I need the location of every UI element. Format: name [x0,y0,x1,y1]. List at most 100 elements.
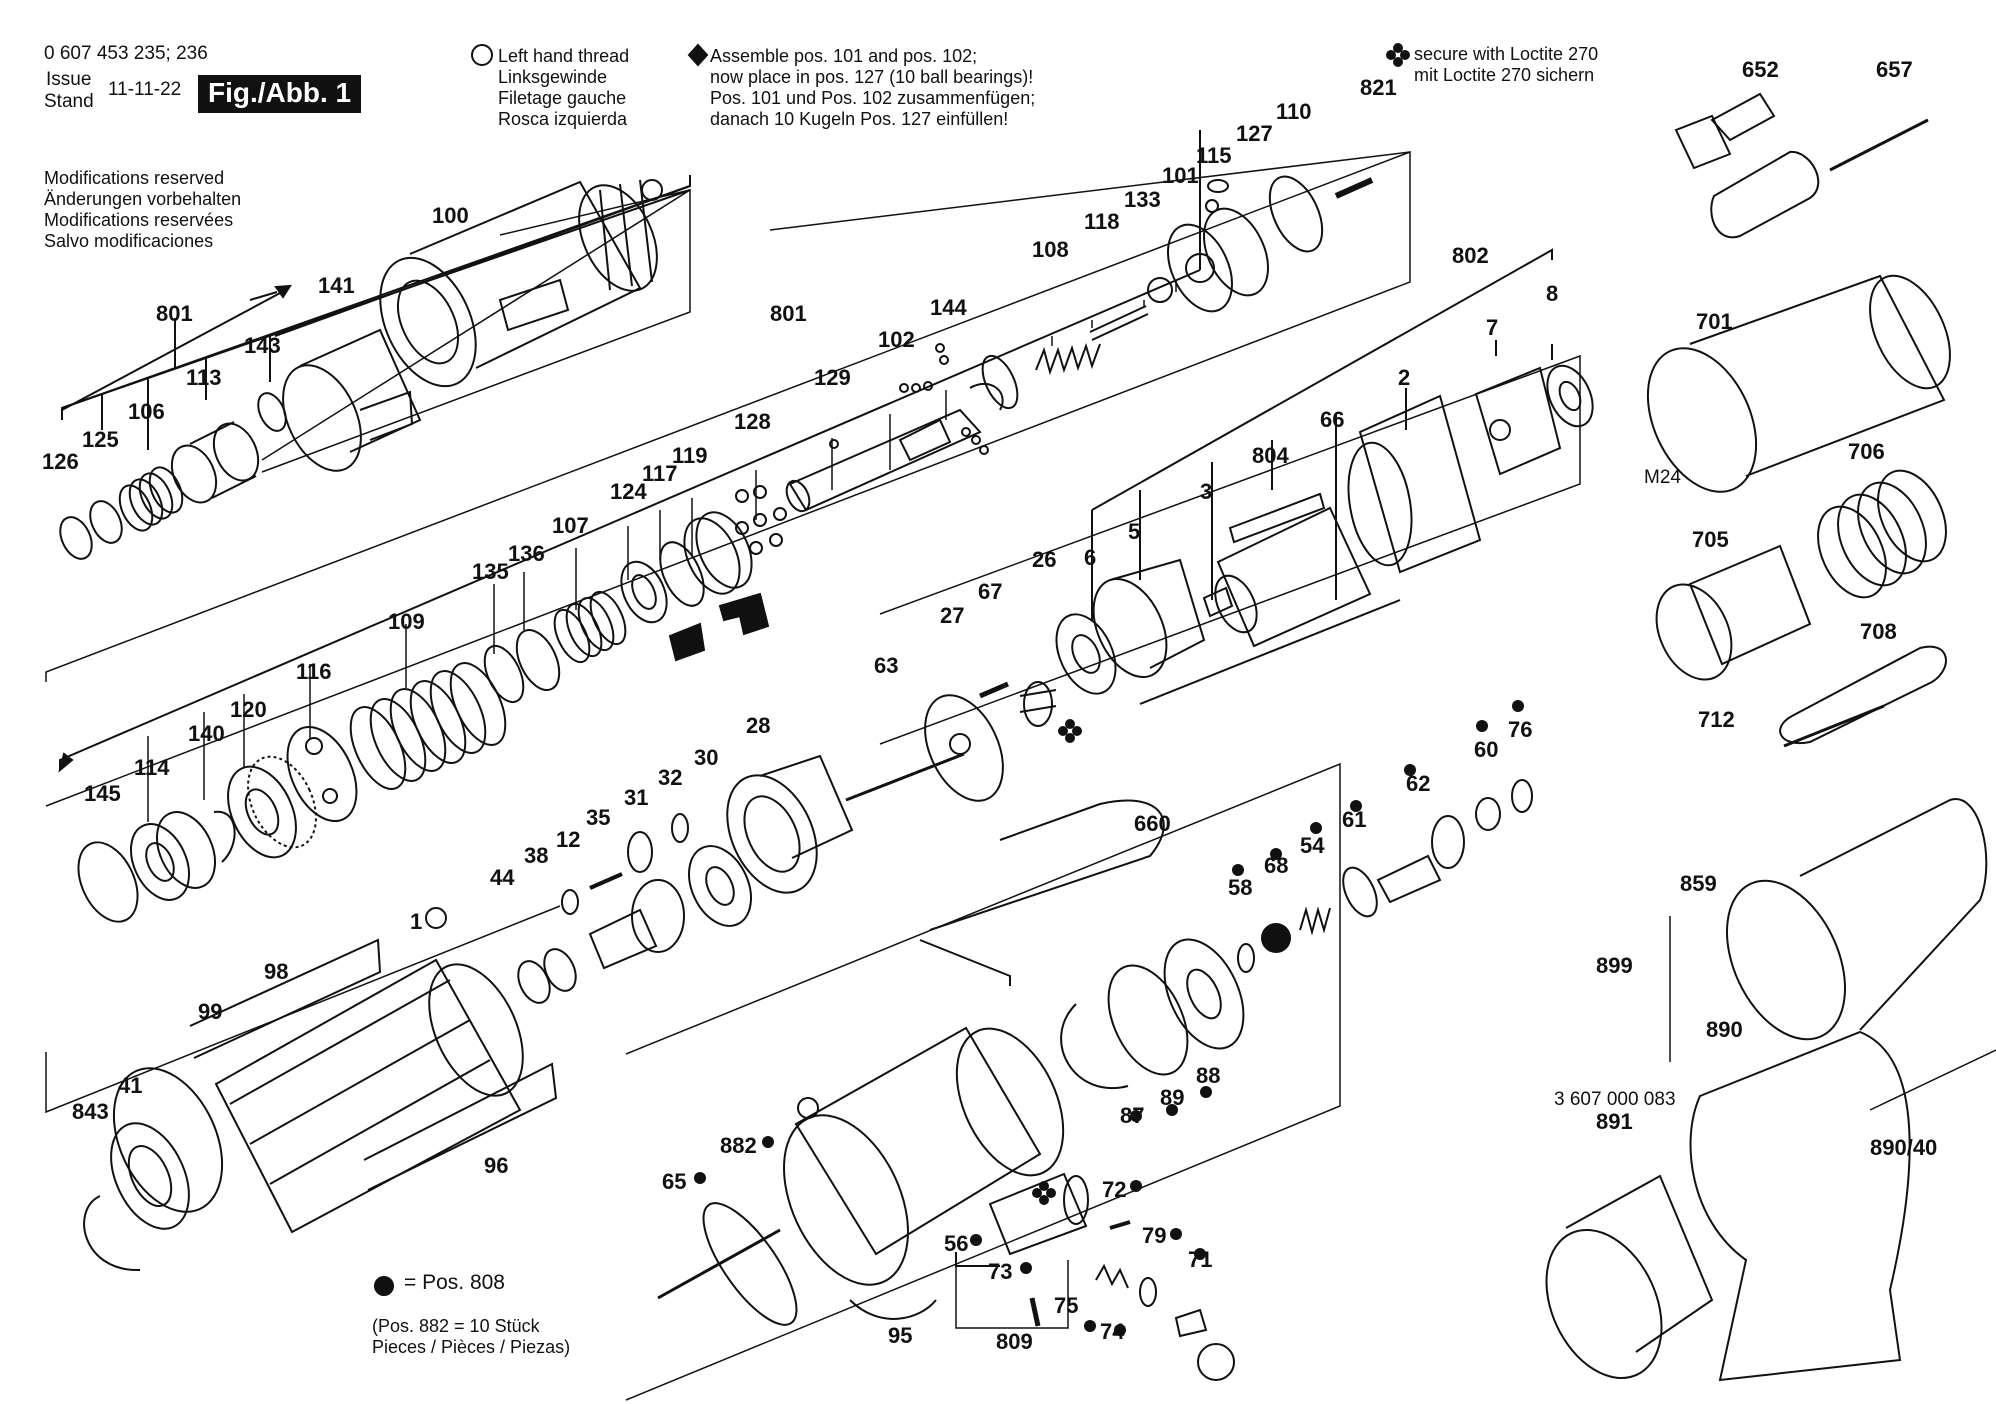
note-line: now place in pos. 127 (10 ball bearings)… [710,67,1034,87]
part-31-gear [627,831,653,873]
label-144: 144 [930,295,967,320]
label-859: 859 [1680,871,1717,896]
label-38: 38 [524,843,549,868]
dot-markers [694,700,1524,1336]
part-859-handle [1725,798,1988,1041]
note-line: Salvo modificaciones [44,231,214,251]
label-125: 125 [82,427,119,452]
part-65-pin [657,1228,781,1300]
part-140-clip [213,810,236,863]
part-58-ring [1237,943,1255,973]
label-120: 120 [230,697,267,722]
figure-label: Fig./Abb. 1 [198,75,362,113]
label-106: 106 [128,399,165,424]
part-133-washer [1147,277,1173,303]
label-110: 110 [1276,99,1312,124]
part-118-pin [1089,305,1149,341]
part-145-oring [77,841,139,923]
label-119: 119 [672,443,708,468]
part-127-ball [1205,199,1219,213]
label-72: 72 [1102,1177,1127,1202]
part-12-washer [561,889,579,915]
part-135-ring [483,644,525,704]
label-32: 32 [658,765,683,790]
part-128-balls [735,485,787,555]
label-5: 5 [1128,519,1141,544]
star-circle-icon [797,1097,819,1119]
star-circle-icon [425,907,447,929]
note-loctite: secure with Loctite 270 mit Loctite 270 … [1414,44,1598,86]
part-712-hexkey [1783,704,1885,748]
panel-frame-4 [45,905,561,1114]
label-114: 114 [134,755,170,780]
label-145: 145 [84,781,121,806]
label-87: 87 [1120,1103,1145,1128]
part-136-ring [515,629,561,691]
label-804: 804 [1252,443,1289,468]
note-line: Left hand thread [498,46,630,66]
label-712: 712 [1698,707,1735,732]
part-98-label [189,938,382,1059]
part-30-bearing [688,845,752,927]
label-891: 891 [1596,1109,1633,1134]
label-58: 58 [1228,875,1253,900]
part-63-pin [845,752,965,802]
label-802: 802 [1452,243,1489,268]
note-pos882: (Pos. 882 = 10 Stück Pieces / Pièces / P… [372,1316,570,1358]
note-line: Modifications reservées [44,210,234,230]
part-60-washer [1475,797,1501,831]
part-141-sleeve [282,328,422,472]
star-circle-icon [471,44,493,66]
label-708: 708 [1860,619,1897,644]
label-882: 882 [720,1133,757,1158]
part-117-ring [659,541,705,607]
part-62-screw [1376,815,1465,904]
note-line: (Pos. 882 = 10 Stück [372,1316,540,1336]
part-72-pin [1109,1220,1131,1230]
part-68-ball [1261,923,1291,953]
part-44-bushing [517,948,577,1004]
label-12: 12 [556,827,581,852]
part-75-pin [1029,1297,1041,1327]
label-899: 899 [1596,953,1633,978]
label-140: 140 [188,721,225,746]
part-107-spring [553,590,627,664]
stand-label: Stand [44,91,94,112]
part-129-pin [829,439,839,449]
part-89-ring [1107,964,1189,1076]
label-107: 107 [552,513,589,538]
part-7-endplate [1474,366,1562,476]
part-2-cylinder [1347,394,1482,574]
part-114-bushing [129,811,217,901]
part-124-bushing [620,560,668,624]
star-circle-icon [641,179,663,201]
label-821: 821 [1360,75,1397,100]
part-701-housing [1646,274,1951,493]
note-line: Pieces / Pièces / Piezas) [372,1337,571,1357]
part-110-ring [1268,175,1324,253]
part-1-housing [112,958,524,1234]
part-708-wrench [1779,645,1947,745]
thread-m24: M24 [1644,467,1681,488]
part-8-bearing [1546,364,1594,428]
part-106-spring [118,466,184,532]
part-113-knurl [170,421,260,504]
part-79-ring [1139,1277,1157,1307]
part-144-balls [899,343,989,455]
part-96-label [363,1062,558,1191]
label-101: 101 [1162,163,1199,188]
label-657: 657 [1876,57,1913,82]
note-line: secure with Loctite 270 [1414,44,1599,64]
part-27-plate [924,694,1004,802]
label-129: 129 [814,365,851,390]
part-32-gear [671,813,689,843]
part-821-pin [1334,177,1374,199]
label-2: 2 [1398,365,1411,390]
label-1: 1 [410,909,423,934]
part-54-spring [1299,906,1331,936]
label-701: 701 [1696,309,1733,334]
part-660-wire-end [919,939,1011,986]
dot-icon [374,1276,394,1296]
label-115: 115 [1196,143,1232,168]
label-88: 88 [1196,1063,1221,1088]
